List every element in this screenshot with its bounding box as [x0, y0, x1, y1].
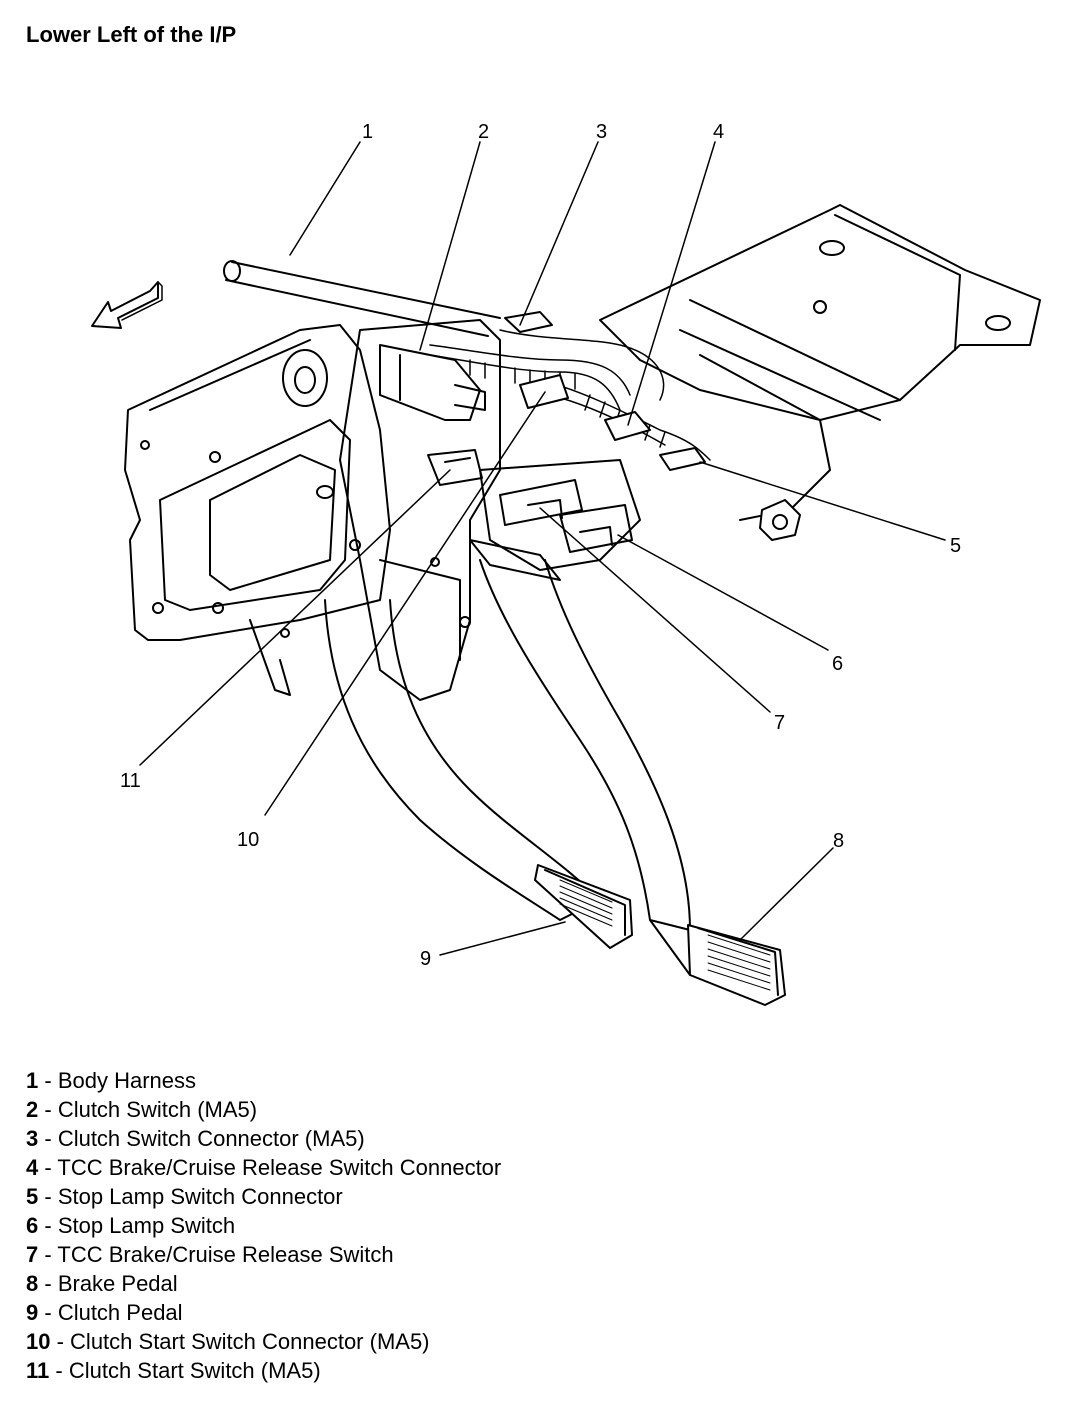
- leader-line-7: [539, 507, 771, 713]
- leader-lines: [139, 141, 946, 956]
- leader-line-10: [264, 391, 546, 816]
- callout-2: 2: [478, 121, 489, 143]
- clutch-switch: [379, 344, 486, 421]
- legend-item: 1 - Body Harness: [26, 1068, 196, 1093]
- legend-item: 9 - Clutch Pedal: [26, 1300, 183, 1325]
- leader-line-8: [739, 847, 834, 941]
- parts-legend: 1 - Body Harness 2 - Clutch Switch (MA5)…: [26, 1066, 501, 1385]
- leader-line-2: [419, 141, 481, 351]
- callout-labels: 1 2 3 4 5 6 7 8 9 10 11: [120, 121, 961, 970]
- callout-5: 5: [950, 535, 961, 557]
- legend-item: 7 - TCC Brake/Cruise Release Switch: [26, 1242, 394, 1267]
- legend-item: 6 - Stop Lamp Switch: [26, 1213, 236, 1238]
- pedal-assembly-diagram: 1 2 3 4 5 6 7 8 9 10 11: [91, 121, 1041, 1006]
- callout-6: 6: [832, 653, 843, 675]
- upper-support-bracket: [599, 204, 1041, 521]
- clutch-start-switch-connector: [519, 374, 569, 409]
- callout-10: 10: [237, 829, 259, 851]
- leader-line-1: [289, 141, 361, 256]
- left-mounting-plate: [124, 324, 391, 641]
- forward-arrow-icon: [91, 281, 163, 329]
- leader-line-9: [439, 921, 566, 956]
- legend-item: 11 - Clutch Start Switch (MA5): [26, 1358, 321, 1383]
- legend-item: 8 - Brake Pedal: [26, 1271, 178, 1296]
- brake-pedal: [469, 539, 786, 1006]
- page-title: Lower Left of the I/P: [26, 22, 237, 47]
- leader-line-4: [627, 141, 716, 426]
- mounting-bolt: [759, 499, 801, 541]
- tcc-brake-cruise-release-switch: [499, 479, 583, 526]
- leader-line-3: [519, 141, 599, 326]
- legend-item: 10 - Clutch Start Switch Connector (MA5): [26, 1329, 430, 1354]
- legend-item: 2 - Clutch Switch (MA5): [26, 1097, 258, 1122]
- callout-4: 4: [713, 121, 724, 143]
- callout-8: 8: [833, 830, 844, 852]
- callout-7: 7: [774, 712, 785, 734]
- leader-line-6: [617, 534, 829, 651]
- callout-3: 3: [596, 121, 607, 143]
- clutch-pedal: [324, 599, 633, 949]
- switch-bracket: [479, 459, 641, 571]
- legend-item: 3 - Clutch Switch Connector (MA5): [26, 1126, 365, 1151]
- legend-item: 4 - TCC Brake/Cruise Release Switch Conn…: [26, 1155, 502, 1180]
- stop-lamp-switch: [559, 504, 633, 553]
- leader-line-5: [699, 461, 946, 541]
- body-harness: [223, 260, 501, 337]
- tcc-brake-cruise-switch-connector: [604, 411, 706, 471]
- legend-item: 5 - Stop Lamp Switch Connector: [26, 1184, 343, 1209]
- callout-11: 11: [120, 770, 141, 792]
- callout-9: 9: [420, 948, 431, 970]
- clutch-switch-connector: [504, 311, 553, 333]
- clutch-start-switch: [427, 449, 483, 486]
- leader-line-11: [139, 469, 451, 766]
- callout-1: 1: [362, 121, 373, 143]
